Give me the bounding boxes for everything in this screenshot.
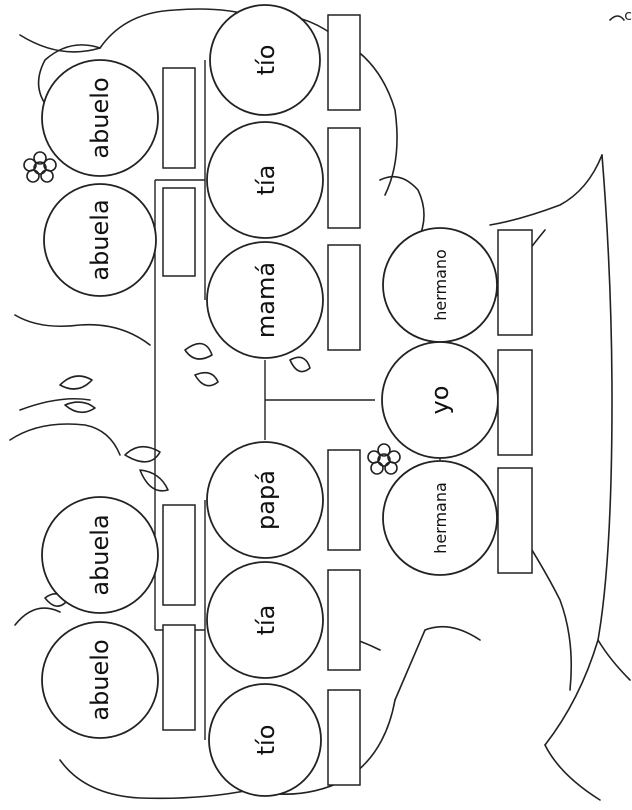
node-grandfather-maternal: abuelo [42, 60, 195, 176]
label-uncle-paternal: tío [252, 725, 280, 756]
answer-box[interactable] [328, 690, 360, 785]
answer-box[interactable] [163, 625, 195, 730]
label-brother: hermano [431, 249, 450, 321]
node-aunt-paternal: tía [207, 562, 360, 678]
label-grandfather-maternal: abuelo [86, 77, 114, 158]
node-sister: hermana [383, 461, 532, 575]
answer-box[interactable] [163, 68, 195, 168]
node-grandmother-maternal: abuela [44, 184, 195, 296]
answer-box[interactable] [498, 350, 532, 455]
label-uncle-maternal: tío [252, 45, 280, 76]
answer-box[interactable] [328, 570, 360, 670]
answer-box[interactable] [498, 230, 532, 335]
answer-box[interactable] [498, 468, 532, 573]
answer-box[interactable] [163, 188, 195, 276]
node-mother: mamá [207, 242, 360, 358]
answer-box[interactable] [328, 450, 360, 550]
flower-icon [368, 444, 400, 474]
answer-box[interactable] [163, 505, 195, 605]
node-grandfather-paternal: abuelo [42, 622, 195, 738]
label-mother: mamá [252, 262, 280, 338]
label-aunt-maternal: tía [252, 165, 280, 196]
label-father: papá [252, 470, 280, 530]
node-me: yo [382, 342, 532, 458]
answer-box[interactable] [328, 15, 360, 110]
node-grandmother-paternal: abuela [42, 497, 195, 613]
label-sister: hermana [431, 482, 450, 554]
answer-box[interactable] [328, 245, 360, 350]
node-uncle-paternal: tío [209, 684, 360, 796]
node-brother: hermano [383, 228, 532, 342]
node-uncle-maternal: tío [210, 5, 360, 115]
node-aunt-maternal: tía [207, 122, 360, 238]
label-me: yo [426, 386, 454, 415]
label-aunt-paternal: tía [252, 605, 280, 636]
flower-icon [24, 152, 56, 182]
label-grandmother-maternal: abuela [86, 199, 114, 280]
label-grandmother-paternal: abuela [86, 514, 114, 595]
node-father: papá [207, 442, 360, 558]
answer-box[interactable] [328, 128, 360, 228]
label-grandfather-paternal: abuelo [86, 639, 114, 720]
